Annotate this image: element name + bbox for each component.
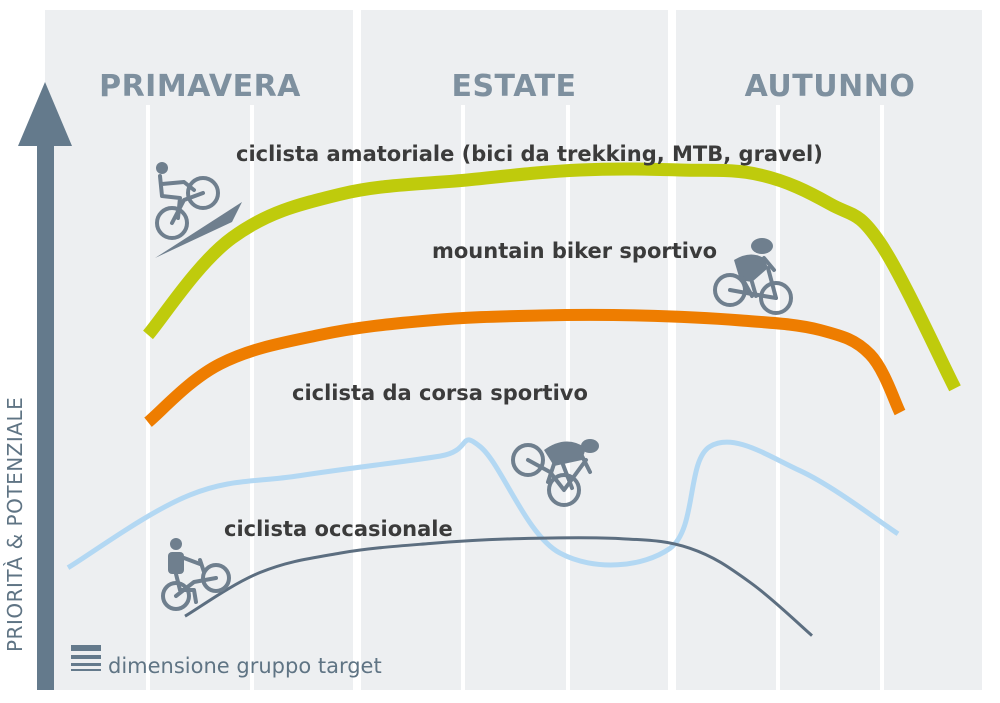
series-label-occasionale: ciclista occasionale	[224, 517, 453, 541]
season-label-estate: ESTATE	[451, 69, 576, 104]
season-band-primavera	[45, 10, 353, 690]
series-label-corsa: ciclista da corsa sportivo	[292, 381, 588, 405]
legend-bar	[71, 645, 101, 651]
month-gridlines	[146, 105, 884, 690]
series-label-mountain-biker: mountain biker sportivo	[432, 239, 717, 263]
road-cyclist-icon	[511, 439, 599, 507]
y-axis-arrowhead	[18, 82, 72, 146]
legend-bar	[71, 669, 101, 671]
series-line-amatoriale	[143, 162, 961, 392]
legend: dimensione gruppo target	[71, 645, 382, 678]
casual-cyclist-icon	[161, 538, 231, 611]
stacked-lines-icon	[71, 645, 101, 671]
y-axis-arrow	[18, 82, 72, 690]
series-label-amatoriale: ciclista amatoriale (bici da trekking, M…	[236, 142, 823, 166]
legend-label: dimensione gruppo target	[108, 654, 382, 678]
y-axis-label: PRIORITÀ & POTENZIALE	[3, 397, 27, 652]
series-line-corsa	[66, 437, 900, 570]
series-line-occasionale	[184, 536, 813, 637]
legend-bar	[71, 655, 101, 659]
series-lines	[66, 162, 961, 637]
legend-bar	[71, 663, 101, 666]
y-axis-shaft	[37, 140, 54, 690]
season-label-primavera: PRIMAVERA	[99, 69, 301, 104]
cyclist-uphill-icon	[155, 162, 242, 258]
season-label-autunno: AUTUNNO	[745, 69, 916, 104]
season-band-estate	[361, 10, 668, 690]
series-line-mountain-biker	[144, 308, 906, 427]
mountain-biker-icon	[713, 238, 793, 315]
